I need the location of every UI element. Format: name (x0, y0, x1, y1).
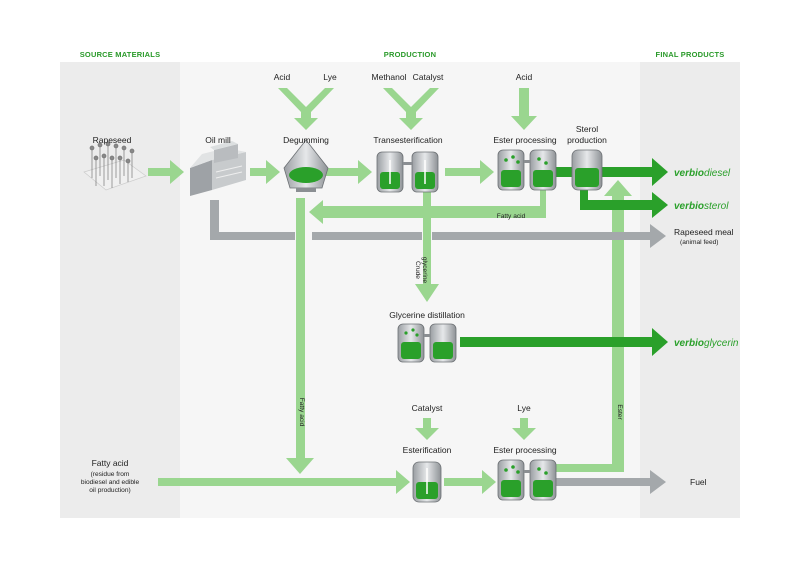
header-production: PRODUCTION (384, 50, 436, 59)
label-oil-mill: Oil mill (205, 135, 231, 145)
ester-to-sterol-link (556, 167, 572, 177)
label-lye: Lye (323, 72, 337, 82)
rapeseed-plants-icon (83, 141, 147, 191)
degumming-tank-icon (283, 139, 329, 192)
rapeseed-to-oil-mill-arrow (148, 160, 184, 184)
production-panel (180, 62, 640, 518)
label-glycerine: glycerine (421, 257, 428, 284)
gray-arrows (210, 200, 666, 494)
label-acid: Acid (274, 72, 291, 82)
dark-green-arrows (460, 158, 668, 356)
label-rapeseed: Rapeseed (93, 135, 132, 145)
crude-glycerine-arrow (415, 190, 439, 302)
oil-mill-meal-line (210, 200, 295, 240)
fatty-acid-vertical-arrow (286, 198, 314, 474)
esterification-to-ester2-arrow (444, 470, 496, 494)
glycerine-distillation-tanks-icon (397, 323, 457, 363)
final-panel (640, 62, 740, 518)
oil-mill-icon (190, 141, 246, 196)
label-sterol-1: Sterol (576, 124, 598, 134)
biodiesel-arrow (602, 158, 668, 186)
label-crude: Crude (414, 261, 421, 279)
product-fuel: Fuel (690, 477, 707, 487)
label-ester: Ester (616, 404, 623, 420)
ester-processing-tanks-icon (497, 149, 557, 191)
product-meal-sub: (animal feed) (680, 239, 718, 246)
label-degumming: Degumming (283, 135, 329, 145)
acid-lye-arrow (278, 88, 334, 130)
sterol-tank-icon (571, 149, 603, 191)
bioglycerin-arrow (460, 328, 668, 356)
esterification-tank-icon (412, 461, 442, 503)
label-fatty-acid-v: Fatty acid (298, 398, 305, 427)
fuel-arrow (556, 470, 666, 494)
transesterification-tanks-icon (376, 151, 439, 193)
product-verbioglycerin: verbioglycerin (674, 338, 739, 349)
label-source-fatty-acid: Fatty acid (92, 458, 129, 468)
label-ester-processing-2: Ester processing (493, 445, 557, 455)
header-final: FINAL PRODUCTS (656, 50, 725, 59)
degumming-to-trans-arrow (322, 160, 372, 184)
source-fatty-acid-arrow (158, 470, 410, 494)
label-glycerine-distillation: Glycerine distillation (389, 310, 465, 320)
label-acid-2: Acid (516, 72, 533, 82)
label-source-line3: oil production) (89, 487, 130, 494)
label-catalyst-2: Catalyst (412, 403, 443, 413)
trans-to-ester-arrow (445, 160, 494, 184)
lye2-arrow (512, 418, 536, 440)
ester-return-arrow (556, 180, 632, 472)
label-ester-processing: Ester processing (493, 135, 557, 145)
label-methanol: Methanol (372, 72, 407, 82)
label-catalyst: Catalyst (413, 72, 444, 82)
label-sterol-2: production (567, 135, 607, 145)
product-verbiodiesel: verbiodiesel (674, 168, 731, 179)
biosterol-arrow (580, 188, 668, 218)
label-esterification: Esterification (403, 445, 452, 455)
methanol-catalyst-arrow (383, 88, 439, 130)
catalyst2-arrow (415, 418, 439, 440)
product-verbiosterol: verbiosterol (674, 201, 729, 212)
acid-arrow (511, 88, 537, 130)
label-fatty-acid-h: Fatty acid (497, 213, 526, 220)
label-transesterification: Transesterification (373, 135, 442, 145)
label-source-line1: (residue from (91, 471, 130, 478)
rapeseed-meal-arrow (432, 224, 666, 248)
ester-processing2-tanks-icon (497, 459, 557, 501)
label-lye-2: Lye (517, 403, 531, 413)
light-green-arrows (148, 88, 632, 494)
source-panel (60, 62, 180, 518)
meal-line-mid (312, 232, 422, 240)
label-source-line2: biodiesel and edible (81, 479, 140, 486)
header-source: SOURCE MATERIALS (80, 50, 161, 59)
product-rapeseed-meal: Rapeseed meal (674, 227, 734, 237)
oil-mill-to-degumming-arrow (250, 160, 280, 184)
